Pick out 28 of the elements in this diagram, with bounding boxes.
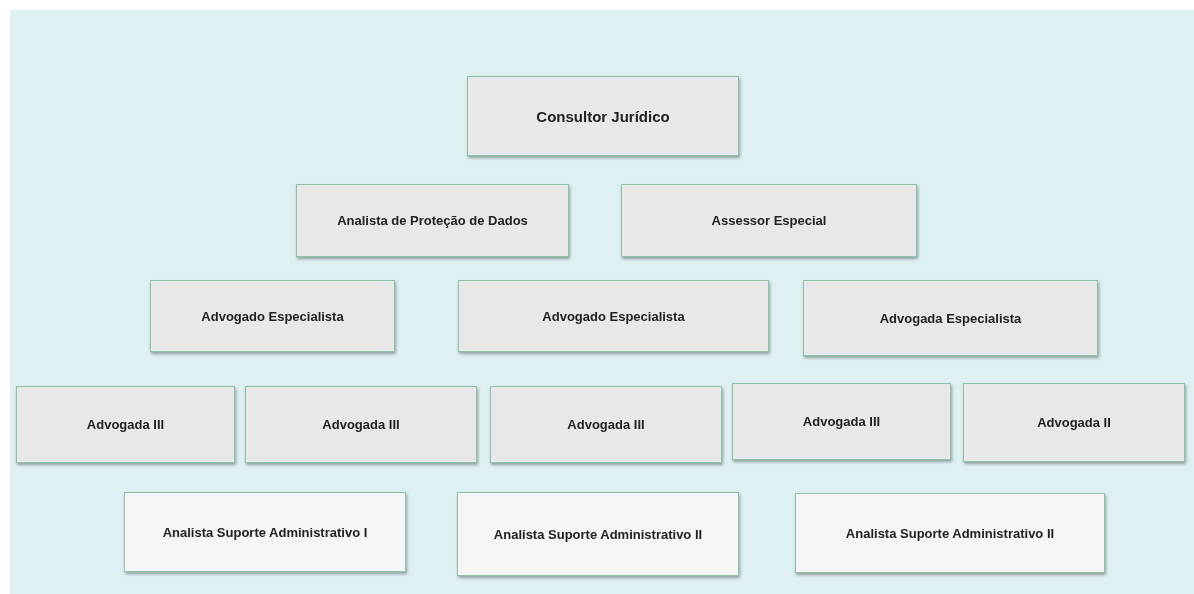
position-box xyxy=(457,492,739,576)
position-box xyxy=(467,76,739,156)
job-title: Advogada III xyxy=(85,416,166,434)
job-title: Advogada III xyxy=(566,416,646,434)
position-box xyxy=(245,386,477,463)
job-title: Advogada III xyxy=(321,416,401,434)
position-box xyxy=(963,383,1185,462)
position-box xyxy=(150,280,395,352)
job-title: Advogada II xyxy=(1036,414,1112,432)
job-title: Analista Suporte Administrativo I xyxy=(161,523,369,542)
job-title: Advogado Especialista xyxy=(200,307,345,326)
position-box xyxy=(795,493,1105,573)
job-title: Analista Suporte Administrativo II xyxy=(844,524,1056,543)
job-title: Analista de Proteção de Dados xyxy=(336,212,529,230)
position-box xyxy=(490,386,722,463)
job-title: Advogado Especialista xyxy=(541,307,686,326)
position-box xyxy=(124,492,406,572)
position-box xyxy=(803,280,1098,356)
job-title: Analista Suporte Administrativo II xyxy=(492,525,704,544)
job-title: Consultor Jurídico xyxy=(535,106,671,127)
position-box xyxy=(16,386,235,463)
position-box xyxy=(621,184,917,257)
job-title: Assessor Especial xyxy=(710,212,828,230)
position-box xyxy=(458,280,769,352)
position-box xyxy=(732,383,951,460)
position-box xyxy=(296,184,569,257)
job-title: Advogada Especialista xyxy=(878,309,1023,328)
job-title: Advogada III xyxy=(801,413,882,431)
